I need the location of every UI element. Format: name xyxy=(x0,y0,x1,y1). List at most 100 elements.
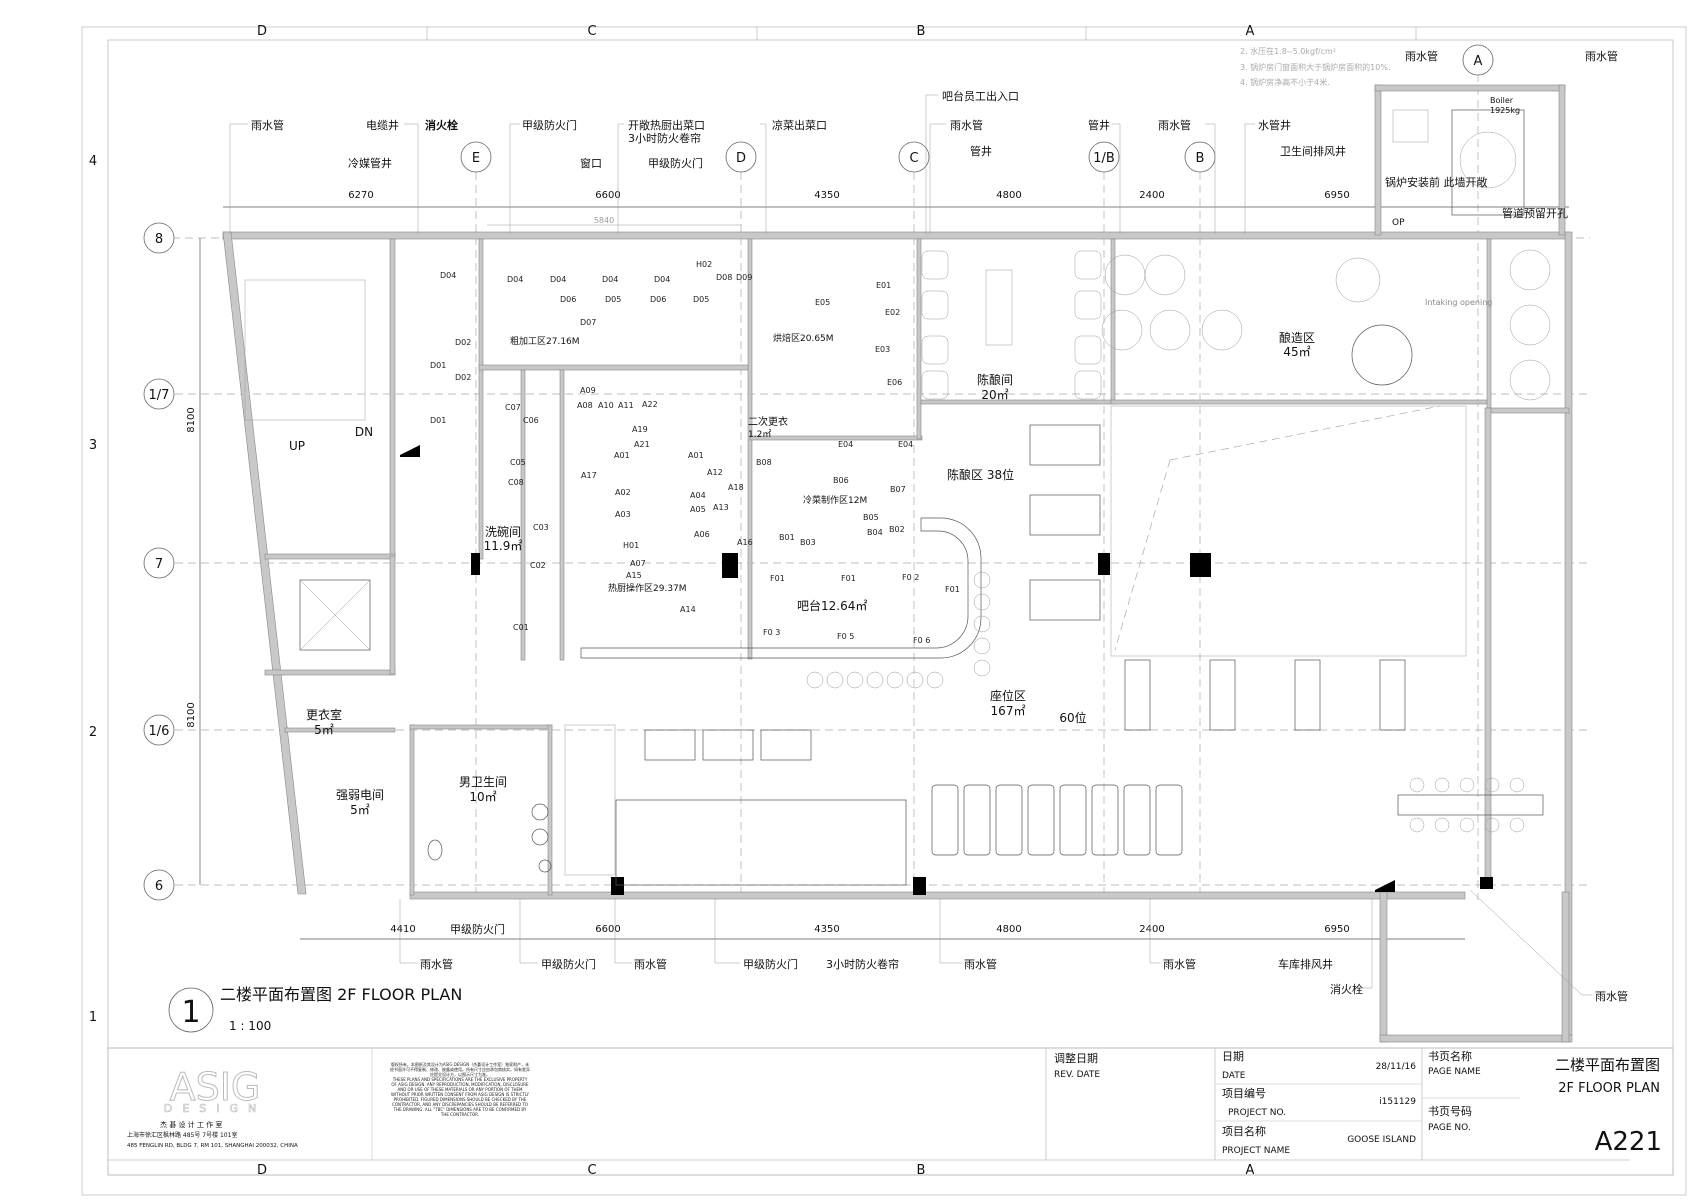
axis-bubble-row-1-6: 1/6 xyxy=(143,714,175,746)
equipment-code: F01 xyxy=(770,574,785,583)
callout-fire-door: 甲级防火门 xyxy=(450,922,505,936)
address-cn: 上海市徐汇区枫林路 485号 7号楼 101室 xyxy=(127,1131,237,1139)
room-seating-area: 167㎡ xyxy=(991,704,1026,718)
dim-bottom-6: 6950 xyxy=(1324,924,1349,935)
callout-fire-door: 甲级防火门 xyxy=(743,957,798,971)
grid-col-d-top: D xyxy=(257,24,267,39)
axis-bubble-col-d: D xyxy=(725,141,757,173)
callout-refrigerant-shaft: 冷媒管井 xyxy=(348,156,392,170)
equipment-code: D07 xyxy=(580,318,596,327)
barrel xyxy=(921,250,949,280)
project-no-label-en: PROJECT NO. xyxy=(1228,1108,1286,1118)
dimension-top: 6270 6600 4350 4800 2400 6950 5840 xyxy=(223,190,1569,226)
barrel xyxy=(1074,335,1102,365)
equipment-code: A22 xyxy=(642,400,658,409)
studio-name: 杰 碁 设 计 工 作 室 xyxy=(160,1120,222,1129)
chair xyxy=(1409,777,1425,793)
aging-rack xyxy=(985,269,1013,346)
table xyxy=(1379,659,1406,731)
page-number: A221 xyxy=(1595,1127,1662,1157)
room-locker-area: 5㎡ xyxy=(314,723,334,737)
axis-bubble-col-e: E xyxy=(460,141,492,173)
equipment-code: D04 xyxy=(507,275,523,284)
equipment-code: A15 xyxy=(626,571,642,580)
room-brewing-area: 45㎡ xyxy=(1283,345,1310,359)
equipment-code: D02 xyxy=(455,338,471,347)
page-no-label-cn: 书页号码 xyxy=(1428,1105,1472,1118)
callouts-top: 雨水管 电缆井 消火栓 甲级防火门 开敞热厨出菜口 3小时防火卷帘 凉菜出菜口 … xyxy=(229,49,1618,234)
escalator xyxy=(564,724,907,886)
equipment-code: H02 xyxy=(696,260,712,269)
bar-stool xyxy=(826,671,844,689)
chair xyxy=(1459,777,1475,793)
equipment-code: F01 xyxy=(841,574,856,583)
page-no-label-en: PAGE NO. xyxy=(1428,1123,1471,1133)
date-label-en: DATE xyxy=(1222,1071,1246,1081)
callout-fire-door: 甲级防火门 xyxy=(541,957,596,971)
axis-bubble-col-b: B xyxy=(1184,141,1216,173)
table xyxy=(1029,424,1101,466)
brewing-big-vessel xyxy=(1335,257,1413,386)
date-value: 28/11/16 xyxy=(1376,1062,1417,1072)
axis-label: 1/B xyxy=(1093,151,1115,166)
equipment-code: E02 xyxy=(885,308,900,317)
bar-counter xyxy=(580,517,982,659)
project-name-label-cn: 项目名称 xyxy=(1222,1124,1266,1138)
tank xyxy=(1509,359,1551,401)
drawing-scale: 1 : 100 xyxy=(229,1019,271,1033)
drawing-title-text: 二楼平面布置图 2F FLOOR PLAN xyxy=(220,985,462,1004)
axis-label: B xyxy=(1196,151,1205,166)
project-no-value: i151129 xyxy=(1379,1097,1416,1107)
callout-water-pipe-shaft: 水管井 xyxy=(1258,118,1291,132)
equipment-code: C01 xyxy=(513,623,529,632)
op-label: OP xyxy=(1392,218,1405,228)
equipment-code: A01 xyxy=(688,451,704,460)
equipment-code: C02 xyxy=(530,561,546,570)
grid-row-3: 3 xyxy=(89,438,97,453)
grid-col-b-bottom: B xyxy=(917,1163,926,1178)
equipment-code: F0 6 xyxy=(913,636,930,645)
sheet-frame xyxy=(81,26,1687,1196)
walls xyxy=(222,84,1573,1043)
axis-label: 8 xyxy=(155,232,163,247)
project-name-label-en: PROJECT NAME xyxy=(1222,1146,1290,1156)
booth-seat xyxy=(1123,784,1151,856)
tank xyxy=(1101,309,1143,351)
room-prep: 粗加工区27.16M xyxy=(510,335,580,347)
seating-count: 60位 xyxy=(1059,710,1086,725)
equipment-code: D01 xyxy=(430,361,446,370)
callout-fire-shutter: 3小时防火卷帘 xyxy=(826,957,899,971)
bar-stool xyxy=(973,571,991,589)
leader-lines xyxy=(399,889,1592,996)
callout-hydrant: 消火栓 xyxy=(425,118,458,132)
callout-hot-kitchen-window: 开敞热厨出菜口 xyxy=(628,118,705,132)
stair xyxy=(244,279,366,421)
callout-pipe-shaft: 管井 xyxy=(970,144,992,158)
equipment-code: C07 xyxy=(505,403,521,412)
dim-top-4: 4800 xyxy=(996,190,1021,201)
callout-rain-pipe: 雨水管 xyxy=(634,957,667,971)
equipment-code: D02 xyxy=(455,373,471,382)
room-bar: 吧台12.64㎡ xyxy=(797,598,867,613)
equipment-code: D06 xyxy=(650,295,666,304)
equipment-code: D08 xyxy=(716,273,732,282)
stair-down-label: DN xyxy=(355,425,373,439)
axis-label: A xyxy=(1474,54,1483,69)
equipment-code: D04 xyxy=(654,275,670,284)
grid-row-1: 1 xyxy=(89,1010,97,1025)
dimension-left: 8100 8100 xyxy=(186,238,201,885)
equipment-code: E04 xyxy=(898,440,913,449)
bar-stool xyxy=(906,671,924,689)
barrel xyxy=(921,335,949,365)
tank xyxy=(1509,304,1551,346)
leader-lines xyxy=(229,94,1255,234)
callout-cold-dish-window: 凉菜出菜口 xyxy=(772,118,827,132)
equipment-code: D04 xyxy=(602,275,618,284)
equipment-code: A13 xyxy=(713,503,729,512)
equipment-code: F0 2 xyxy=(902,573,919,582)
tables xyxy=(644,424,1406,856)
bar-stool xyxy=(926,671,944,689)
fixtures xyxy=(244,109,1551,886)
dim-bottom-1: 4410 xyxy=(390,924,415,935)
